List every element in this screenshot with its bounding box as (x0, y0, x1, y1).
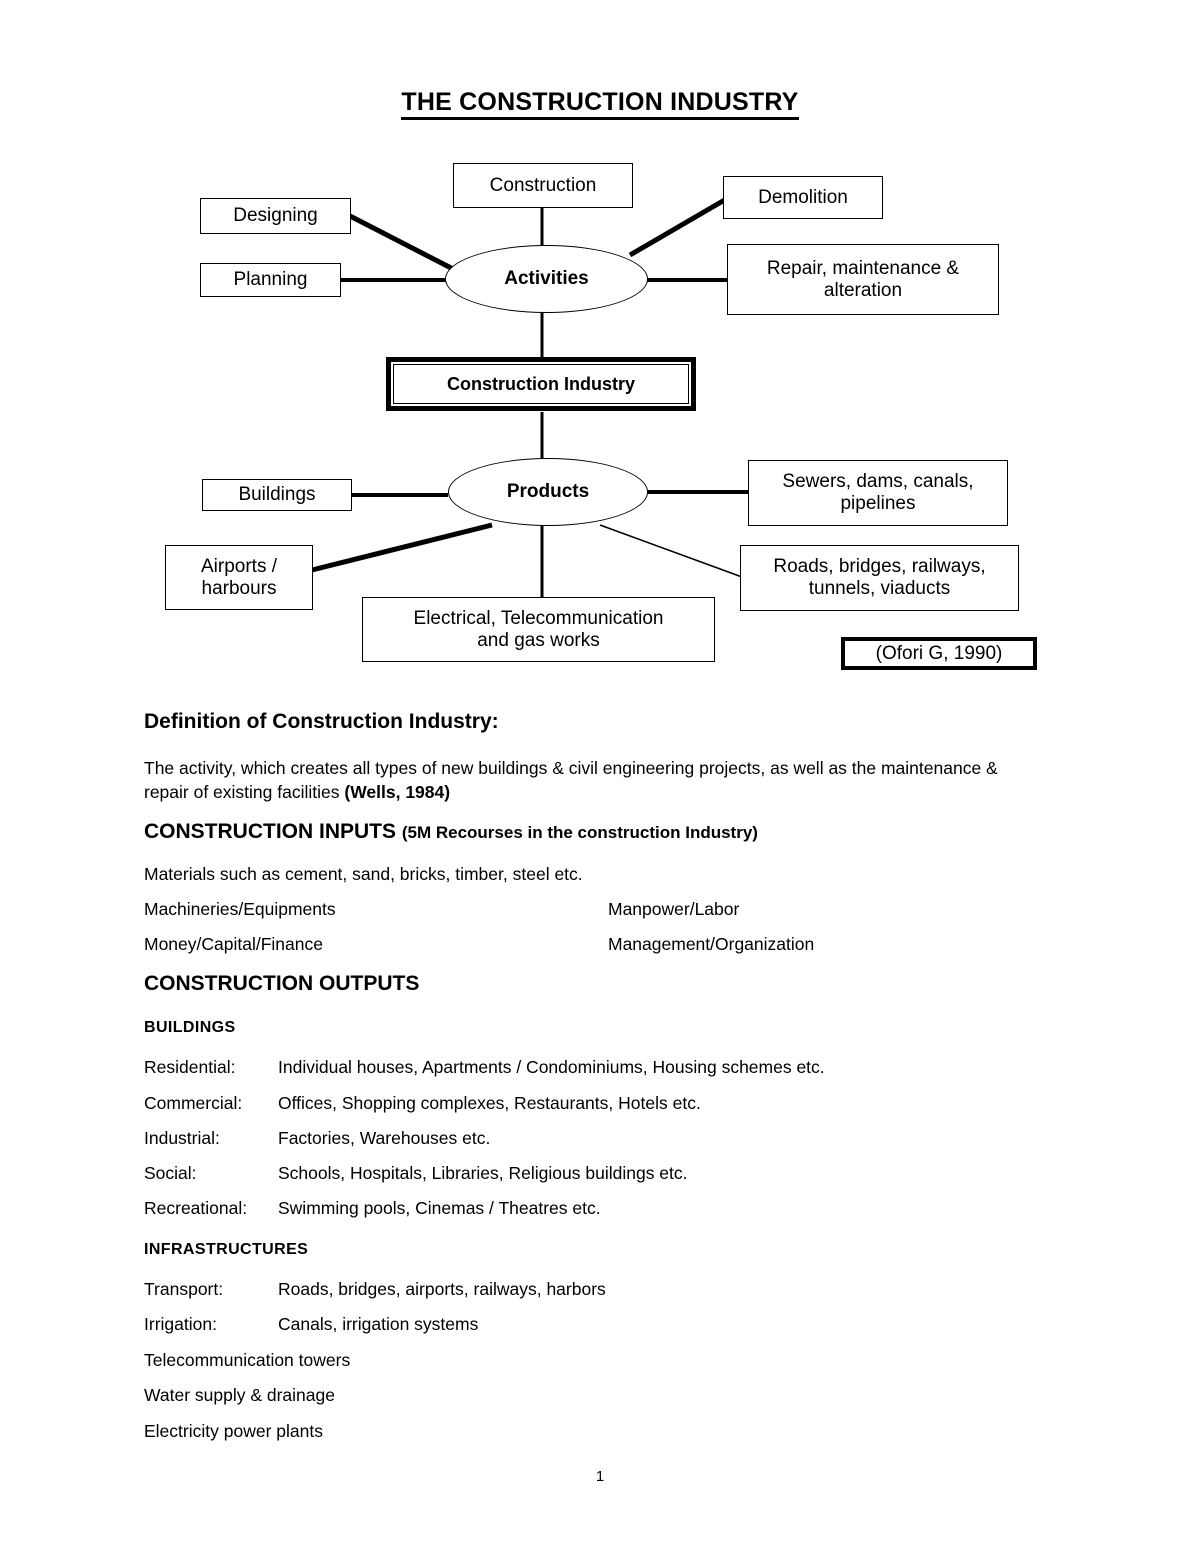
buildings-row-value: Individual houses, Apartments / Condomin… (278, 1057, 825, 1077)
node-airports-harbours: Airports / harbours (165, 545, 313, 610)
node-demolition-label: Demolition (758, 186, 848, 208)
buildings-row-label: Commercial: (144, 1093, 243, 1113)
node-planning: Planning (200, 263, 341, 297)
node-buildings: Buildings (202, 479, 352, 511)
node-roads-bridges-label: Roads, bridges, railways, tunnels, viadu… (773, 556, 986, 599)
diagram-citation: (Ofori G, 1990) (841, 637, 1037, 670)
outputs-heading-text: CONSTRUCTION OUTPUTS (144, 972, 420, 995)
node-demolition: Demolition (723, 176, 883, 219)
node-planning-label: Planning (233, 269, 308, 291)
core-construction-industry-label: Construction Industry (393, 364, 689, 404)
infrastructures-heading-text: INFRASTRUCTURES (144, 1241, 309, 1258)
node-electrical-telecom-label: Electrical, Telecommunication and gas wo… (413, 607, 664, 651)
buildings-row-value: Swimming pools, Cinemas / Theatres etc. (278, 1198, 601, 1218)
node-designing: Designing (200, 198, 351, 234)
buildings-row: Industrial: Factories, Warehouses etc. (144, 1128, 490, 1149)
buildings-row-value: Offices, Shopping complexes, Restaurants… (278, 1093, 701, 1113)
connector-demolition (628, 195, 730, 258)
node-construction-label: Construction (489, 174, 597, 196)
infrastructures-row: Electricity power plants (144, 1421, 323, 1442)
inputs-pair-row: Machineries/Equipments Manpower/Labor (144, 899, 1004, 920)
infrastructures-row-value: Canals, irrigation systems (278, 1314, 479, 1334)
definition-body: The activity, which creates all types of… (144, 757, 1004, 805)
infrastructures-row: Irrigation: Canals, irrigation systems (144, 1314, 478, 1335)
diagram-connectors (311, 195, 750, 598)
infrastructures-row-value: Water supply & drainage (144, 1385, 335, 1405)
buildings-row: Commercial: Offices, Shopping complexes, … (144, 1093, 701, 1114)
node-designing-label: Designing (233, 205, 318, 227)
inputs-pair-left: Money/Capital/Finance (144, 934, 323, 954)
inputs-pair-left: Machineries/Equipments (144, 899, 336, 919)
infrastructures-row-label: Transport: (144, 1279, 224, 1299)
definition-citation: (Wells, 1984) (344, 781, 451, 802)
inputs-pair-row: Money/Capital/Finance Management/Organiz… (144, 934, 1004, 955)
inputs-heading: CONSTRUCTION INPUTS (5M Recourses in the… (144, 820, 758, 844)
node-sewers-dams: Sewers, dams, canals, pipelines (748, 460, 1008, 526)
node-electrical-telecom: Electrical, Telecommunication and gas wo… (362, 597, 715, 662)
hub-activities-label: Activities (504, 268, 589, 289)
definition-heading-text: Definition of Construction Industry: (144, 710, 499, 733)
infrastructures-row: Telecommunication towers (144, 1350, 350, 1371)
hub-products-label: Products (506, 481, 590, 502)
node-repair-maintenance-label: Repair, maintenance & alteration (766, 257, 960, 301)
infrastructures-row-value: Electricity power plants (144, 1421, 323, 1441)
inputs-materials-line: Materials such as cement, sand, bricks, … (144, 864, 583, 885)
node-repair-maintenance: Repair, maintenance & alteration (727, 244, 999, 315)
infrastructures-row-label: Irrigation: (144, 1314, 217, 1334)
buildings-row-value: Factories, Warehouses etc. (278, 1128, 491, 1148)
inputs-pair-right: Manpower/Labor (608, 899, 740, 919)
node-sewers-dams-label: Sewers, dams, canals, pipelines (782, 471, 974, 514)
core-construction-industry: Construction Industry (386, 357, 696, 411)
node-construction: Construction (453, 163, 633, 208)
node-airports-harbours-label: Airports / harbours (200, 555, 278, 599)
buildings-row-label: Residential: (144, 1057, 236, 1077)
page-number: 1 (0, 1468, 1200, 1485)
buildings-row-value: Schools, Hospitals, Libraries, Religious… (278, 1163, 688, 1183)
infrastructures-row-value: Roads, bridges, airports, railways, harb… (278, 1279, 606, 1299)
buildings-row: Social: Schools, Hospitals, Libraries, Re… (144, 1163, 688, 1184)
buildings-row: Recreational: Swimming pools, Cinemas / T… (144, 1198, 601, 1219)
connector-roads (599, 524, 743, 578)
buildings-row: Residential: Individual houses, Apartment… (144, 1057, 825, 1078)
diagram-citation-label: (Ofori G, 1990) (875, 642, 1003, 664)
buildings-row-label: Social: (144, 1163, 197, 1183)
infrastructures-row-value: Telecommunication towers (144, 1350, 351, 1370)
buildings-row-label: Industrial: (144, 1128, 220, 1148)
hub-products: Products (448, 458, 648, 526)
infrastructures-row: Water supply & drainage (144, 1385, 335, 1406)
page-title-text: THE CONSTRUCTION INDUSTRY (401, 88, 799, 120)
node-roads-bridges: Roads, bridges, railways, tunnels, viadu… (740, 545, 1019, 611)
connector-airports (311, 522, 493, 573)
inputs-pair-right: Management/Organization (608, 934, 815, 954)
definition-body-text: The activity, which creates all types of… (144, 758, 998, 802)
infrastructures-heading: INFRASTRUCTURES (144, 1241, 308, 1259)
buildings-heading: BUILDINGS (144, 1019, 236, 1037)
buildings-heading-text: BUILDINGS (144, 1019, 236, 1036)
hub-activities: Activities (445, 245, 648, 313)
node-buildings-label: Buildings (238, 484, 316, 506)
page-title: THE CONSTRUCTION INDUSTRY (0, 88, 1200, 120)
buildings-row-label: Recreational: (144, 1198, 248, 1218)
inputs-heading-main: CONSTRUCTION INPUTS (144, 820, 402, 843)
outputs-heading: CONSTRUCTION OUTPUTS (144, 972, 419, 996)
inputs-materials-text: Materials such as cement, sand, bricks, … (144, 864, 583, 884)
definition-heading: Definition of Construction Industry: (144, 710, 499, 734)
inputs-heading-paren: (5M Recourses in the construction Indust… (401, 823, 758, 842)
page-number-text: 1 (595, 1468, 605, 1485)
infrastructures-row: Transport: Roads, bridges, airports, rail… (144, 1279, 606, 1300)
construction-industry-diagram: Construction Demolition Designing Planni… (0, 140, 1200, 690)
connector-designing (348, 213, 457, 273)
